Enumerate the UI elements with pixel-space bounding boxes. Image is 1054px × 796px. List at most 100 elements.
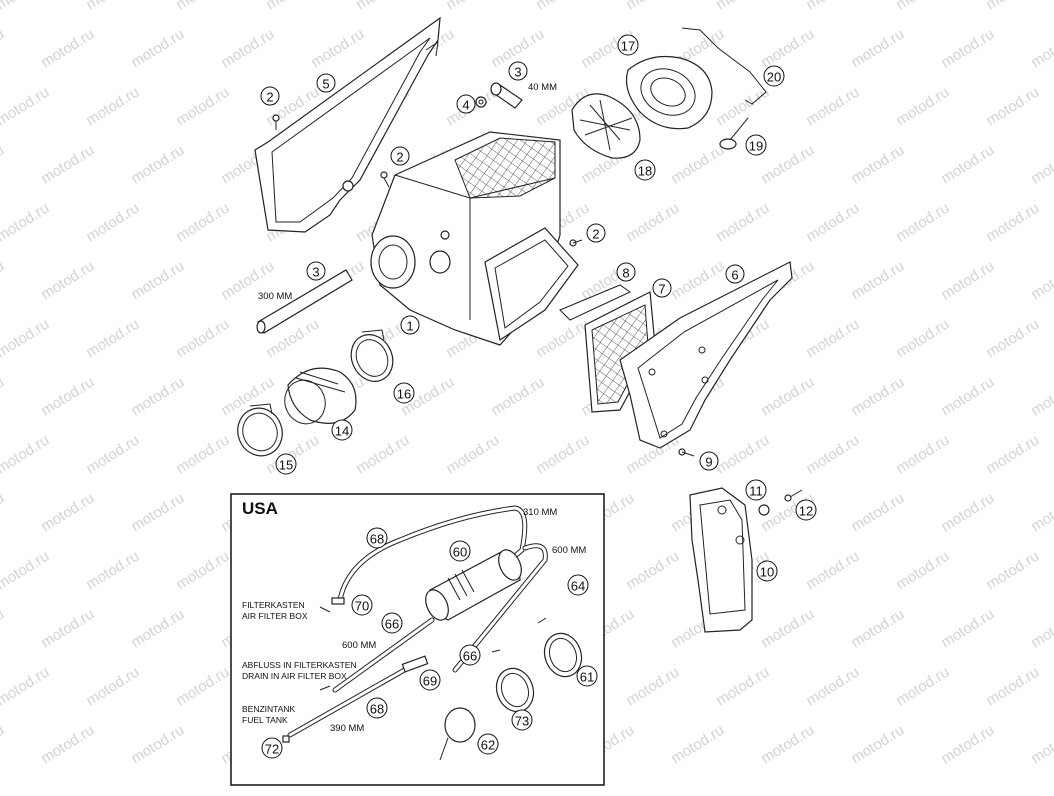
svg-text:19: 19 [749, 139, 763, 154]
watermark-text: motod.ru [983, 664, 1042, 710]
svg-text:69: 69 [423, 674, 437, 689]
watermark-text: motod.ru [0, 374, 7, 420]
watermark-text: motod.ru [173, 316, 232, 362]
watermark-text: motod.ru [938, 606, 997, 652]
watermark-text: motod.ru [623, 0, 682, 13]
callout-12: 12 [795, 499, 817, 521]
usa-inset-box: USA [230, 493, 605, 786]
label-filterkasten: FILTERKASTEN [242, 600, 305, 610]
watermark-text: motod.ru [623, 200, 682, 246]
watermark-text: motod.ru [1028, 142, 1054, 188]
watermark-text: motod.ru [353, 432, 412, 478]
callout-19: 19 [745, 134, 767, 156]
watermark-text: motod.ru [128, 490, 187, 536]
watermark-text: motod.ru [83, 0, 142, 13]
watermark-text: motod.ru [488, 374, 547, 420]
watermark-text: motod.ru [758, 26, 817, 72]
callout-15: 15 [275, 453, 297, 475]
callout-layer: 1 2 2 2 3 3 4 5 6 7 8 9 10 11 12 14 15 1… [260, 34, 817, 759]
part-19-wing-bolt [719, 117, 749, 150]
watermark-text: motod.ru [1028, 722, 1054, 768]
part-62-cable-tie [439, 707, 476, 761]
part-5-left-side-cover [254, 16, 441, 233]
watermark-text: motod.ru [938, 490, 997, 536]
part-72-cap [282, 735, 290, 743]
screw-64 [491, 617, 547, 653]
svg-text:4: 4 [462, 98, 469, 113]
watermark-text: motod.ru [173, 200, 232, 246]
watermark-text: motod.ru [848, 374, 907, 420]
part-61-clamp [543, 632, 583, 678]
dim-390mm: 390 MM [330, 723, 364, 734]
callout-3b: 3 [306, 261, 326, 281]
label-air-filter-box: AIR FILTER BOX [242, 611, 308, 621]
callout-69: 69 [419, 669, 441, 691]
watermark-text: motod.ru [83, 200, 142, 246]
watermark-text: motod.ru [848, 258, 907, 304]
svg-text:1: 1 [406, 319, 413, 334]
part-17-air-filter [625, 55, 713, 130]
watermark-text: motod.ru [0, 490, 7, 536]
watermark-text: motod.ru [83, 84, 142, 130]
svg-text:2: 2 [396, 150, 403, 165]
watermark-text: motod.ru [938, 722, 997, 768]
svg-text:64: 64 [571, 579, 585, 594]
callout-64: 64 [567, 574, 589, 596]
watermark-text: motod.ru [173, 548, 232, 594]
watermark-text: motod.ru [848, 722, 907, 768]
watermark-text: motod.ru [983, 84, 1042, 130]
watermark-text: motod.ru [668, 722, 727, 768]
watermark-text: motod.ru [533, 432, 592, 478]
svg-text:7: 7 [658, 282, 665, 297]
watermark-text: motod.ru [0, 722, 7, 768]
part-11-nut [758, 504, 770, 516]
watermark-text: motod.ru [353, 0, 412, 13]
watermark-text: motod.ru [893, 432, 952, 478]
watermark-text: motod.ru [308, 26, 367, 72]
watermark-text: motod.ru [83, 316, 142, 362]
svg-text:3: 3 [312, 265, 319, 280]
watermark-text: motod.ru [983, 316, 1042, 362]
watermark-text: motod.ru [803, 316, 862, 362]
watermark-text: motod.ru [713, 84, 772, 130]
watermark-text: motod.ru [803, 200, 862, 246]
watermark-text: motod.ru [0, 258, 7, 304]
svg-text:9: 9 [705, 455, 712, 470]
watermark-text: motod.ru [38, 606, 97, 652]
svg-text:66: 66 [463, 649, 477, 664]
watermark-text: motod.ru [803, 664, 862, 710]
watermark-text: motod.ru [848, 26, 907, 72]
arrow-filterkasten [319, 606, 331, 613]
watermark-text: motod.ru [0, 316, 52, 362]
callout-66a: 66 [381, 612, 403, 634]
label-abfluss: ABFLUSS IN FILTERKASTEN [242, 660, 357, 670]
callout-6: 6 [725, 264, 745, 284]
callout-1: 1 [400, 315, 420, 335]
watermark-text: motod.ru [263, 0, 322, 13]
watermark-text: motod.ru [0, 432, 52, 478]
watermark-text: motod.ru [893, 200, 952, 246]
watermark-text: motod.ru [83, 664, 142, 710]
part-3-short-hose [490, 82, 523, 109]
dim-300mm: 300 MM [258, 291, 292, 302]
svg-text:14: 14 [335, 424, 349, 439]
watermark-text: motod.ru [803, 432, 862, 478]
watermark-text: motod.ru [0, 84, 52, 130]
watermark-text: motod.ru [893, 664, 952, 710]
watermark-text: motod.ru [0, 142, 7, 188]
part-15-hose-clamp [237, 403, 283, 457]
watermark-text: motod.ru [38, 722, 97, 768]
svg-text:3: 3 [514, 65, 521, 80]
watermark-text: motod.ru [0, 0, 52, 13]
watermark-text: motod.ru [128, 722, 187, 768]
callout-72: 72 [261, 737, 283, 759]
watermark-text: motod.ru [38, 26, 97, 72]
watermark-text: motod.ru [938, 26, 997, 72]
watermark-text: motod.ru [173, 432, 232, 478]
watermark-text: motod.ru [173, 664, 232, 710]
svg-text:17: 17 [621, 39, 635, 54]
callout-2a: 2 [260, 86, 280, 106]
screw-2c [569, 239, 583, 247]
part-4-nut [475, 96, 487, 108]
watermark-text: motod.ru [668, 142, 727, 188]
